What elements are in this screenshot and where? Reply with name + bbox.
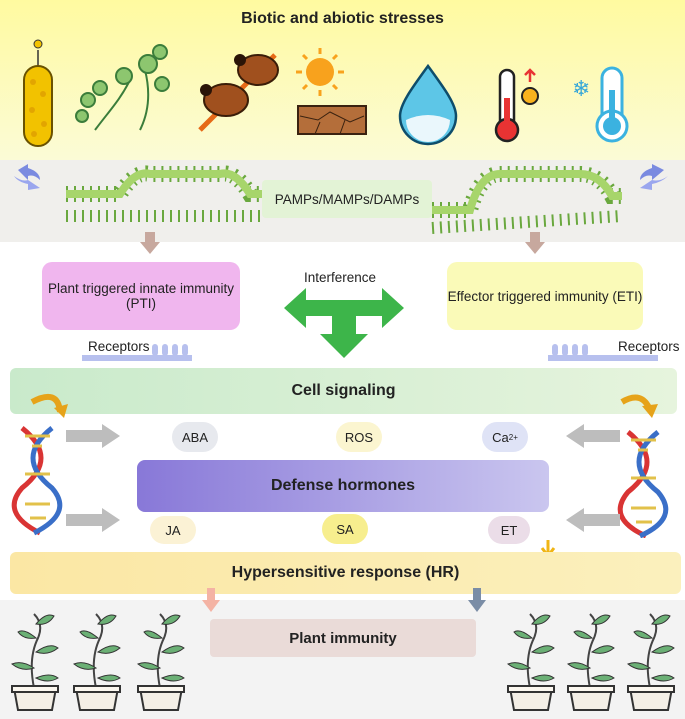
ca-label: Ca (492, 429, 509, 445)
plant-icon (73, 613, 121, 711)
cell-membrane (14, 164, 668, 234)
arrow-left-icon (566, 508, 620, 532)
arrow-down-icon (525, 232, 545, 254)
receptor-right-icon (548, 344, 658, 361)
cell-signaling-bar: Cell signaling (10, 368, 677, 414)
pamps-label: PAMPs/MAMPs/DAMPs (262, 180, 432, 218)
arrow-right-icon (66, 424, 120, 448)
sun-icon (296, 48, 344, 96)
heat-thermometer-icon (494, 68, 539, 143)
arrow-down-icon (468, 588, 486, 612)
insect-icon (198, 53, 279, 132)
receptor-left-icon (82, 344, 192, 361)
water-drop-icon (398, 63, 458, 146)
fungus-icon (75, 44, 170, 131)
refresh-arrow-icon-left (14, 164, 40, 190)
eti-box: Effector triggered immunity (ETI) (447, 262, 643, 330)
dry-soil-icon (297, 105, 367, 135)
bacterium-icon (23, 39, 53, 147)
plant-immunity-box: Plant immunity (210, 619, 476, 657)
plants-row (11, 613, 675, 711)
stress-icons: ❄ (23, 39, 629, 147)
arrow-down-icon (202, 588, 220, 612)
et-cloud: ET (488, 516, 530, 544)
receptors-left-label: Receptors (88, 339, 150, 354)
svg-text:❄: ❄ (572, 77, 590, 102)
receptors-right-label: Receptors (618, 339, 680, 354)
plant-icon (567, 613, 615, 711)
ja-cloud: JA (150, 516, 196, 544)
sa-cloud: SA (322, 514, 368, 544)
defense-hormones-bar: Defense hormones (137, 460, 549, 512)
interference-label: Interference (304, 270, 377, 285)
ros-cloud: ROS (336, 422, 382, 452)
cold-thermometer-icon: ❄ (572, 66, 629, 143)
aba-cloud: ABA (172, 422, 218, 452)
refresh-arrow-icon-right (640, 164, 668, 190)
plant-icon (137, 613, 185, 711)
arrow-left-icon (566, 424, 620, 448)
plant-icon (507, 613, 555, 711)
arrow-right-icon (66, 508, 120, 532)
pti-box: Plant triggered innate immunity (PTI) (42, 262, 240, 330)
arrow-down-icon (140, 232, 160, 254)
hr-bar: Hypersensitive response (HR) (10, 552, 681, 594)
plant-icon (11, 613, 59, 711)
diagram-title: Biotic and abiotic stresses (241, 10, 444, 27)
interference-arrow-icon (284, 288, 404, 358)
dna-left-icon (11, 393, 68, 536)
ca-charge: 2+ (508, 432, 518, 442)
dna-right-icon (617, 394, 669, 538)
plant-icon (627, 613, 675, 711)
